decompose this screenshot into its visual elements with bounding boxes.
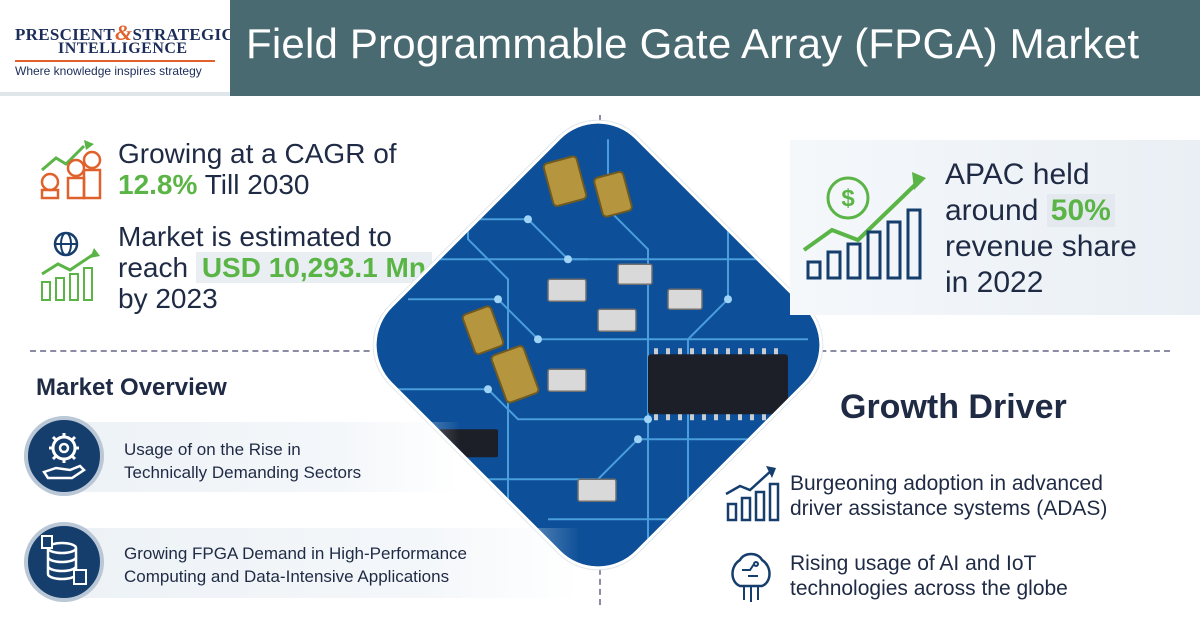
logo-line2: INTELLIGENCE — [58, 40, 188, 57]
page-title: Field Programmable Gate Array (FPGA) Mar… — [246, 20, 1140, 67]
market-size-stat: Market is estimated to reach USD 10,293.… — [118, 221, 432, 314]
logo[interactable]: PRESCIENT&STRATEGIC INTELLIGENCE Where k… — [0, 0, 234, 96]
apac-line2: around 50% — [945, 193, 1137, 229]
growth-item-1-text: Burgeoning adoption in advanced driver a… — [790, 471, 1107, 521]
logo-tagline: Where knowledge inspires strategy — [15, 64, 202, 78]
cagr-stat: Growing at a CAGR of 12.8% Till 2030 — [118, 138, 397, 200]
cagr-suffix: Till 2030 — [204, 169, 310, 200]
overview-item-1-line2: Technically Demanding Sectors — [124, 463, 362, 482]
logo-line1: PRESCIENT&STRATEGIC — [15, 20, 235, 45]
left-divider — [30, 350, 410, 352]
logo-rule — [15, 60, 215, 62]
money-growth-icon — [40, 140, 102, 200]
circuit-board-image — [350, 97, 846, 593]
cagr-prefix: Growing at a CAGR of — [118, 138, 397, 169]
market-overview-heading: Market Overview — [36, 374, 227, 401]
dollar-growth-icon: $ — [802, 172, 926, 280]
database-icon — [41, 535, 87, 585]
market-suffix: by 2023 — [118, 283, 218, 314]
market-line2: reach USD 10,293.1 Mn — [118, 252, 432, 283]
cagr-line2: 12.8% Till 2030 — [118, 169, 397, 200]
market-prefix: Market is estimated to — [118, 221, 392, 252]
overview-item-2-badge — [24, 522, 104, 602]
apac-panel — [790, 140, 1200, 315]
apac-pct: 50% — [1046, 194, 1115, 227]
market-value: USD 10,293.1 Mn — [195, 252, 432, 283]
overview-item-2-line1: Growing FPGA Demand in High-Performance — [124, 544, 467, 563]
header: PRESCIENT&STRATEGIC INTELLIGENCE Where k… — [0, 0, 1200, 96]
svg-text:$: $ — [841, 185, 855, 212]
cagr-value: 12.8% — [118, 169, 198, 200]
overview-item-1-line1: Usage of on the Rise in — [124, 440, 301, 459]
growth-item-2-text: Rising usage of AI and IoT technologies … — [790, 551, 1068, 601]
apac-line3: revenue share — [945, 230, 1137, 263]
apac-stat: APAC held around 50% revenue share in 20… — [945, 157, 1137, 301]
growth-item-2-line1: Rising usage of AI and IoT — [790, 552, 1037, 575]
overview-item-1-band — [60, 422, 460, 492]
apac-line1: APAC held — [945, 158, 1090, 191]
overview-item-1-badge — [24, 416, 104, 496]
overview-item-2-line2: Computing and Data-Intensive Application… — [124, 567, 450, 586]
gear-hand-icon — [42, 433, 86, 480]
overview-item-2-text: Growing FPGA Demand in High-Performance … — [124, 542, 467, 588]
growth-item-2-line2: technologies across the globe — [790, 577, 1068, 600]
growth-chart-icon — [725, 466, 780, 522]
overview-item-1-text: Usage of on the Rise in Technically Dema… — [124, 438, 361, 484]
right-divider — [790, 350, 1170, 352]
globe-chart-icon — [41, 231, 100, 301]
growth-item-1-line2: driver assistance systems (ADAS) — [790, 497, 1108, 520]
title-bar: Field Programmable Gate Array (FPGA) Mar… — [230, 0, 1200, 96]
apac-line4: in 2022 — [945, 266, 1044, 299]
ai-chip-icon — [731, 552, 771, 602]
overview-item-2-band — [60, 528, 580, 598]
growth-driver-heading: Growth Driver — [840, 388, 1067, 426]
growth-item-1-line1: Burgeoning adoption in advanced — [790, 472, 1103, 495]
